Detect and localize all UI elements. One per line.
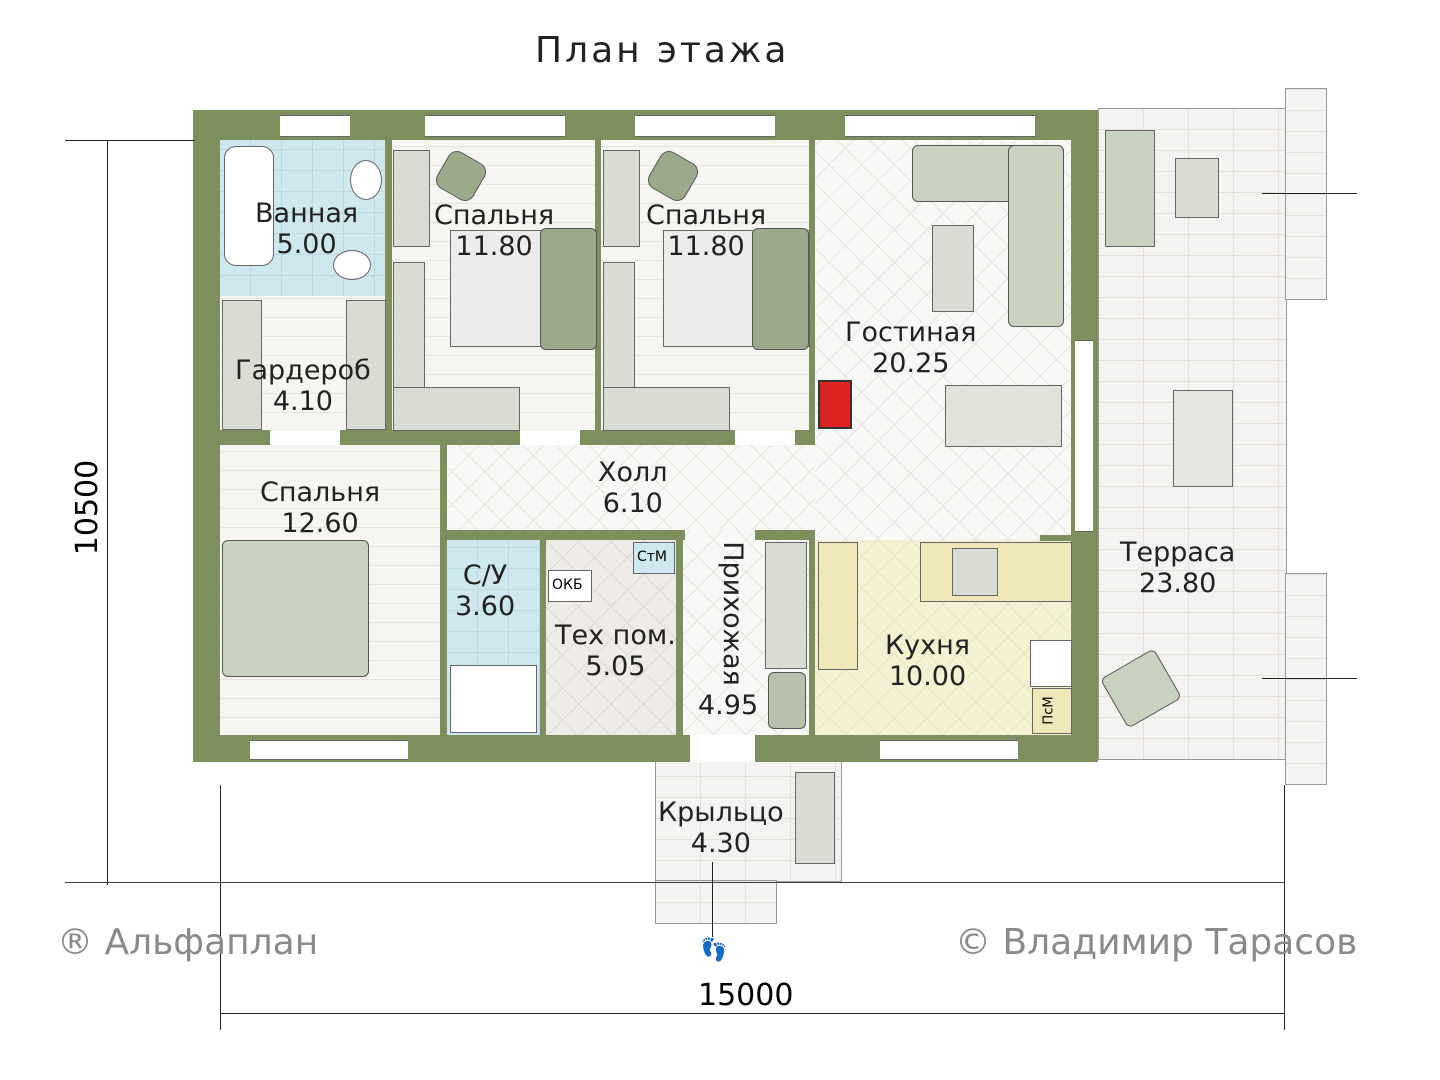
sofa xyxy=(752,228,809,350)
kitchen-cabinet xyxy=(818,542,858,670)
room-hall xyxy=(447,445,815,531)
shower xyxy=(450,665,537,733)
terrace-entry-arrow xyxy=(1262,193,1357,194)
wall xyxy=(595,140,601,430)
washer-label: СтМ xyxy=(637,549,668,565)
entrance-door[interactable] xyxy=(690,735,755,762)
sink xyxy=(350,160,382,200)
wall xyxy=(540,540,546,735)
window xyxy=(845,115,1035,137)
window xyxy=(880,740,1018,760)
dimension-tick xyxy=(65,882,1285,883)
entry-arrow xyxy=(712,862,713,937)
wall xyxy=(676,540,683,735)
label-entry-area: 4.95 xyxy=(698,690,759,721)
watermark-right: © Владимир Тарасов xyxy=(955,922,1358,963)
wall xyxy=(809,140,815,430)
boiler: ОКБ xyxy=(548,570,592,602)
terrace-bay-bottom xyxy=(1285,573,1327,785)
wardrobe-closet xyxy=(393,387,520,431)
terrace-entry-arrow xyxy=(1262,678,1357,679)
dimension-tick xyxy=(1284,785,1285,1030)
wall-left xyxy=(193,110,220,762)
dimension-line-horizontal xyxy=(220,1013,1285,1014)
dimension-line-vertical xyxy=(107,140,108,885)
dimension-depth: 10500 xyxy=(70,459,106,556)
wardrobe-closet xyxy=(603,262,635,389)
desk xyxy=(393,150,430,247)
corner-sofa xyxy=(1008,145,1064,327)
window xyxy=(1075,340,1093,532)
wall xyxy=(440,530,685,540)
shelves xyxy=(346,300,386,430)
window xyxy=(635,115,775,137)
terrace-table xyxy=(1173,390,1233,487)
toilet xyxy=(333,250,371,280)
coat-rack xyxy=(765,542,807,669)
washer: СтМ xyxy=(633,542,675,574)
desk xyxy=(603,150,640,247)
watermark-left: ® Альфаплан xyxy=(57,922,319,963)
footprints-icon: 👣 xyxy=(700,938,728,963)
page-title: План этажа xyxy=(535,30,790,71)
porch-steps xyxy=(655,880,777,924)
dimension-tick xyxy=(65,140,195,141)
bench xyxy=(768,672,806,729)
wall xyxy=(755,530,815,540)
terrace-bay-top xyxy=(1285,88,1327,300)
fireplace xyxy=(818,380,852,429)
wall xyxy=(220,430,270,445)
wardrobe-closet xyxy=(393,262,425,389)
wall xyxy=(340,430,520,445)
label-entry: Прихожая xyxy=(716,541,748,686)
label-tech: Тех пом.5.05 xyxy=(555,620,676,682)
coffee-table xyxy=(932,225,974,312)
terrace-table-small xyxy=(1175,158,1219,218)
kitchen-sink xyxy=(1030,640,1072,687)
wall xyxy=(795,430,815,445)
boiler-label: ОКБ xyxy=(552,577,583,593)
window xyxy=(250,740,408,760)
dimension-width: 15000 xyxy=(698,978,794,1013)
shelves xyxy=(222,300,262,430)
wall xyxy=(809,530,815,735)
window xyxy=(425,115,565,137)
dimension-tick xyxy=(220,785,221,1030)
sofa xyxy=(540,228,597,350)
window xyxy=(280,115,350,137)
terrace-sofa xyxy=(1105,130,1155,247)
dishwasher-label: ПсМ xyxy=(1041,696,1057,725)
stove xyxy=(952,548,998,596)
wardrobe-closet xyxy=(603,387,730,431)
wall xyxy=(580,430,735,445)
bathtub xyxy=(224,146,274,266)
bed-double xyxy=(222,540,369,677)
porch-bench xyxy=(795,772,835,864)
dishwasher: ПсМ xyxy=(1032,688,1072,734)
wall xyxy=(385,140,392,430)
wall xyxy=(440,445,447,735)
dining-table xyxy=(945,385,1062,447)
wall xyxy=(1040,535,1071,541)
